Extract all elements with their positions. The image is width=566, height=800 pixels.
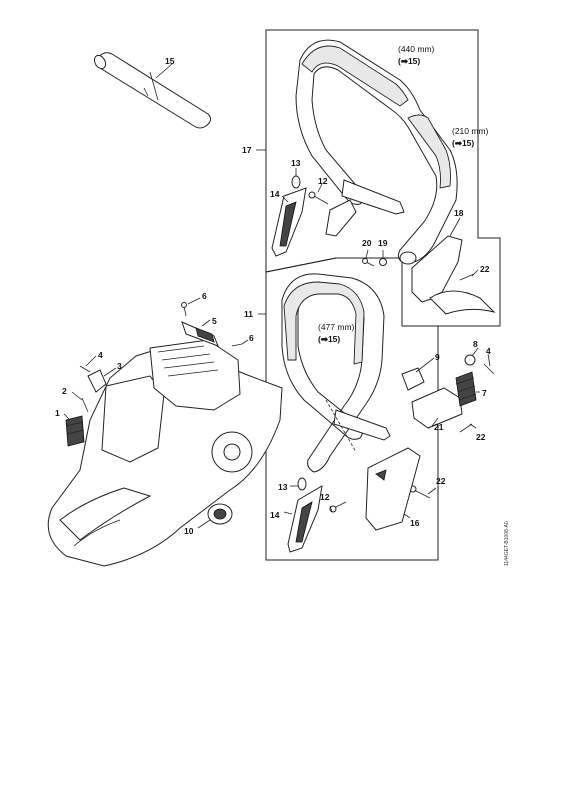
screw-part-6-lower <box>231 343 243 347</box>
note-477-length: (477 mm) <box>318 322 355 332</box>
callout-7: 7 <box>482 388 487 398</box>
note-210-ref: (➡15) <box>452 138 474 148</box>
spring-part-1 <box>65 415 85 447</box>
callout-6-upper: 6 <box>202 291 207 301</box>
note-477-ref: (➡15) <box>318 334 340 344</box>
callout-13-lower: 13 <box>278 482 288 492</box>
callout-4-left: 4 <box>98 350 103 360</box>
screw-part-22-mid <box>459 423 473 433</box>
callout-4-right: 4 <box>486 346 491 356</box>
drawing-code: 1144GET-B1008-A0 <box>504 521 510 566</box>
note-440-length: (440 mm) <box>398 44 435 54</box>
screw-part-6-upper <box>181 302 187 317</box>
callout-5: 5 <box>212 316 217 326</box>
screw-part-12-lower <box>329 501 347 513</box>
callout-22-upper: 22 <box>480 264 490 274</box>
callout-3: 3 <box>117 361 122 371</box>
bracket-part-3 <box>87 369 107 393</box>
callout-22-lower: 22 <box>436 476 446 486</box>
callout-14-lower: 14 <box>270 510 280 520</box>
washer-part-19 <box>379 258 387 266</box>
screw-part-4-left <box>79 365 91 373</box>
handlebar-part-11 <box>281 273 391 473</box>
callout-20: 20 <box>362 238 372 248</box>
callout-2: 2 <box>62 386 67 396</box>
bracket-part-21 <box>411 387 463 429</box>
callout-14-upper: 14 <box>270 189 280 199</box>
screw-part-4-right <box>483 363 495 375</box>
callout-16: 16 <box>410 518 420 528</box>
callout-21: 21 <box>434 422 444 432</box>
callout-13-upper: 13 <box>291 158 301 168</box>
spring-part-8 <box>464 354 476 366</box>
chainsaw-body <box>47 339 283 567</box>
tube-part-15 <box>93 52 212 129</box>
note-210-length: (210 mm) <box>452 126 489 136</box>
callout-12-lower: 12 <box>320 492 330 502</box>
callout-6-lower: 6 <box>249 333 254 343</box>
callout-17: 17 <box>242 145 252 155</box>
callout-18: 18 <box>454 208 464 218</box>
av-element-part-9 <box>401 367 425 391</box>
screw-part-22-upper <box>459 273 475 281</box>
callout-22-mid: 22 <box>476 432 486 442</box>
lower-handlebar-frame <box>265 257 439 561</box>
screw-part-20 <box>362 258 375 267</box>
sleeve-part-13-upper <box>291 175 301 189</box>
callout-19: 19 <box>378 238 388 248</box>
callout-9: 9 <box>435 352 440 362</box>
spring-part-7 <box>455 371 477 407</box>
sleeve-part-13-lower <box>297 477 307 491</box>
spring-part-5 <box>181 321 219 347</box>
bracket-part-14-lower <box>287 485 323 553</box>
handlebar-part-17 <box>295 39 458 265</box>
guard-part-18 <box>411 235 496 315</box>
callout-12-upper: 12 <box>318 176 328 186</box>
bracket-part-14-upper <box>271 187 307 257</box>
screw-part-22-lower <box>409 485 431 499</box>
screw-part-2 <box>81 397 89 413</box>
cap-part-10 <box>207 503 233 525</box>
leader-lines <box>63 63 491 529</box>
callout-10: 10 <box>184 526 194 536</box>
cover-part-16 <box>365 447 421 531</box>
callout-15: 15 <box>165 56 175 66</box>
callout-8: 8 <box>473 339 478 349</box>
screw-part-12-upper <box>308 191 329 205</box>
callout-1: 1 <box>55 408 60 418</box>
note-440-ref: (➡15) <box>398 56 420 66</box>
callout-11: 11 <box>244 309 253 319</box>
